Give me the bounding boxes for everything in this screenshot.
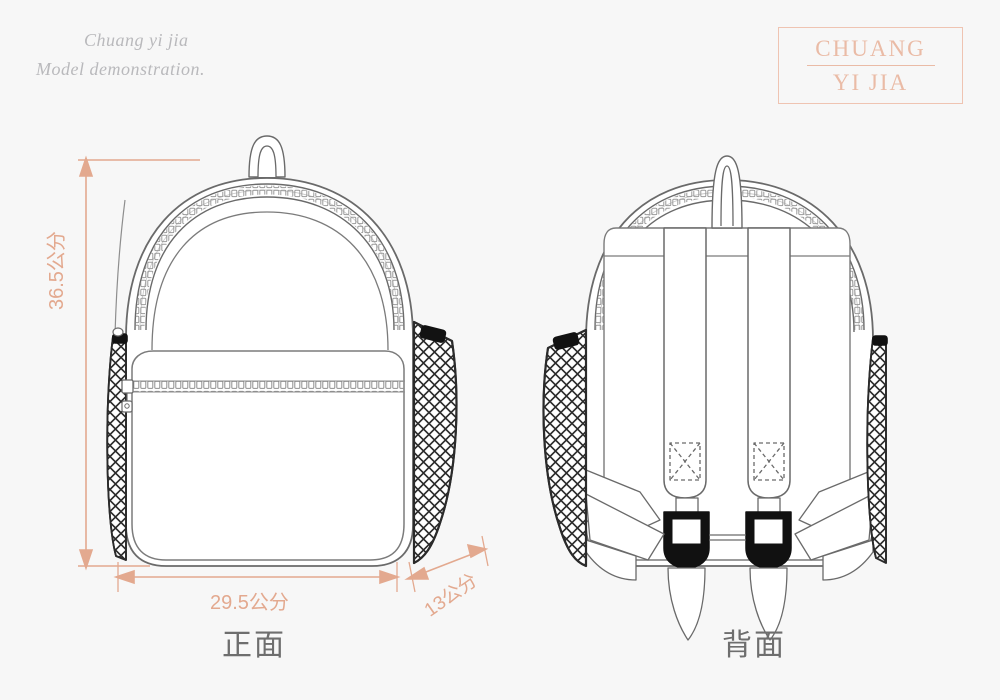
front-zipper-pull — [121, 379, 134, 413]
back-zip-stop-left — [552, 332, 580, 350]
script-header: Chuang yi jia Model demonstration. — [36, 30, 205, 80]
width-arrow-left — [113, 569, 135, 585]
height-arrow-bottom — [78, 549, 94, 571]
brand-logo: CHUANG YI JIA — [778, 27, 963, 104]
front-lid-arc-inner — [145, 196, 395, 331]
shoulder-strap-left — [585, 227, 710, 641]
width-arrow-right — [379, 569, 401, 585]
back-main-zipper — [595, 187, 864, 331]
strap-x-stitch-right — [753, 442, 785, 481]
back-body-outline — [585, 179, 874, 567]
front-view-group — [106, 135, 458, 567]
width-dimension-label: 29.5公分 — [210, 592, 289, 614]
logo-bottom-text: YI JIA — [832, 70, 909, 95]
back-lid-arc-inner — [605, 199, 855, 333]
front-body-outline — [125, 177, 414, 567]
script-line-1: Chuang yi jia — [84, 30, 189, 50]
front-main-zipper — [135, 185, 404, 331]
depth-dimension-label: 13公分 — [420, 570, 482, 622]
logo-divider — [806, 65, 935, 66]
front-mesh-pocket-right — [412, 320, 458, 565]
back-mesh-pocket-left — [542, 328, 588, 568]
front-side-zipper-left — [114, 199, 126, 336]
back-carry-handle — [711, 155, 743, 229]
front-zipper-slider-top — [112, 327, 124, 337]
script-line-2: Model demonstration. — [36, 59, 205, 79]
height-arrow-top — [78, 155, 94, 177]
depth-arrow-near — [404, 566, 430, 580]
back-view-caption: 背面 — [722, 629, 786, 662]
back-view-group — [542, 155, 888, 641]
depth-tick-far — [481, 535, 489, 567]
front-lid-arc-outer — [134, 183, 405, 331]
front-panel-arc — [151, 211, 389, 351]
strap-buckle-right — [745, 511, 792, 569]
front-view-caption: 正面 — [222, 629, 286, 662]
back-panel — [603, 227, 851, 561]
front-pocket — [121, 350, 405, 561]
strap-x-stitch-left — [669, 442, 701, 481]
back-lid-arc-outer — [594, 185, 865, 331]
strap-buckle-left — [663, 511, 710, 569]
back-zip-stop-right — [872, 335, 888, 346]
front-zip-stop-left — [112, 333, 128, 344]
height-dimension-label: 36.5公分 — [46, 231, 68, 310]
depth-tick-near — [408, 561, 416, 593]
logo-top-text: CHUANG — [815, 36, 926, 61]
dimension-lines — [78, 155, 489, 593]
front-carry-handle — [248, 135, 286, 178]
shoulder-strap-right — [745, 227, 874, 641]
depth-arrow-far — [466, 543, 489, 559]
front-mesh-pocket-left — [106, 333, 128, 561]
front-zip-stop-right — [419, 325, 447, 343]
back-mesh-pocket-right — [866, 335, 888, 564]
